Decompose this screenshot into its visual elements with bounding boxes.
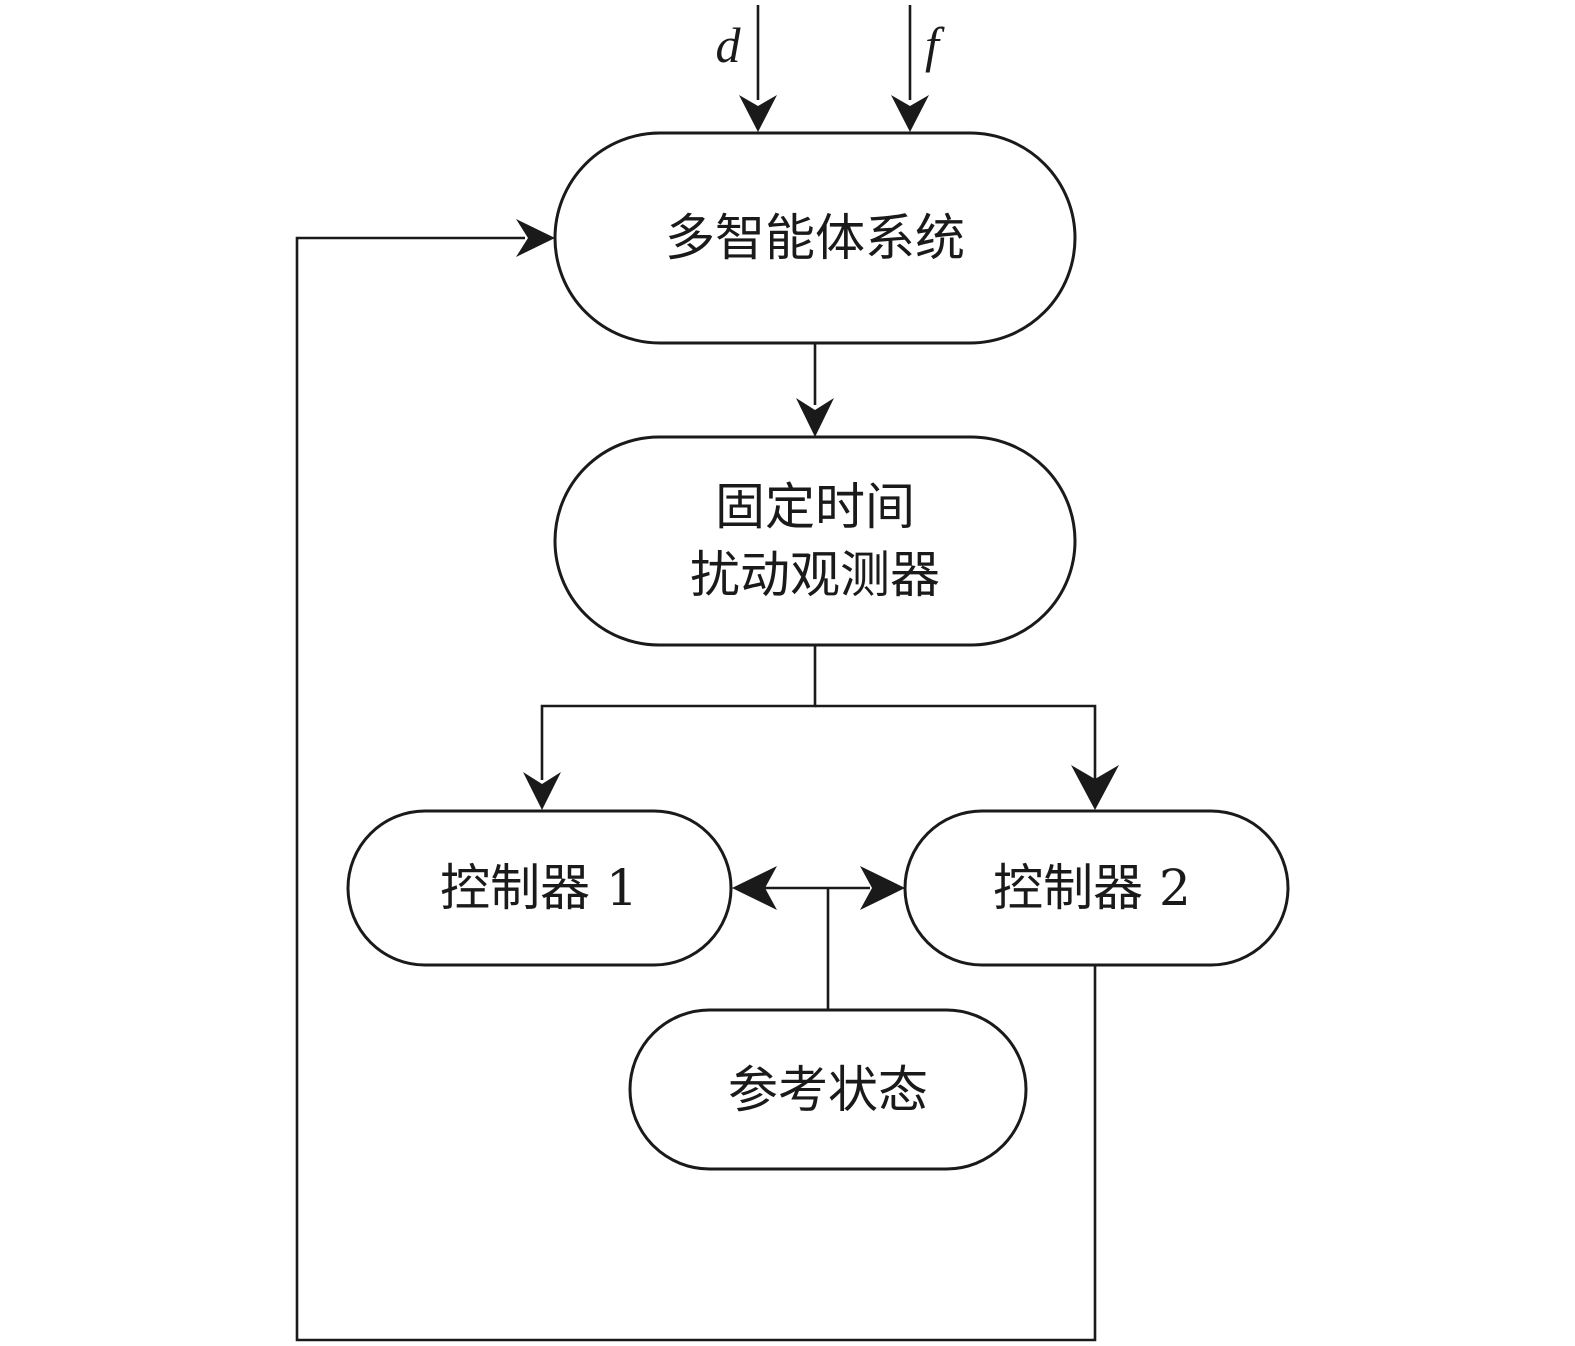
edge-observer-split <box>540 645 817 780</box>
node-disturbance-observer-label-line1: 固定时间 <box>715 478 915 536</box>
node-controller-1: 控制器 1 <box>346 809 733 967</box>
edge-feedback-loop <box>295 236 1097 1342</box>
node-disturbance-observer-label-line2: 扰动观测器 <box>690 546 940 604</box>
node-controller-2: 控制器 2 <box>903 809 1290 967</box>
node-reference-state-label: 参考状态 <box>728 1061 928 1119</box>
node-reference-state: 参考状态 <box>628 1008 1028 1171</box>
arrow-d-to-system <box>739 95 777 132</box>
arrow-f-to-system <box>891 95 929 132</box>
node-multi-agent-system: 多智能体系统 <box>553 131 1077 345</box>
input-label-f: f <box>925 17 945 73</box>
node-disturbance-observer: 固定时间 扰动观测器 <box>553 435 1077 647</box>
node-multi-agent-system-label: 多智能体系统 <box>665 209 965 267</box>
arrow-observer-to-controller2 <box>1071 765 1119 810</box>
node-controller-2-label: 控制器 2 <box>993 859 1191 917</box>
arrow-system-to-observer <box>796 398 834 437</box>
arrow-reference-to-controller2 <box>860 866 905 910</box>
input-label-d: d <box>716 17 742 73</box>
arrow-observer-to-controller1 <box>523 772 561 810</box>
node-controller-1-label: 控制器 1 <box>440 859 638 917</box>
edge-observer-to-controller2 <box>815 704 1097 780</box>
arrow-reference-to-controller1 <box>732 866 777 910</box>
arrow-feedback-to-system <box>516 219 555 257</box>
